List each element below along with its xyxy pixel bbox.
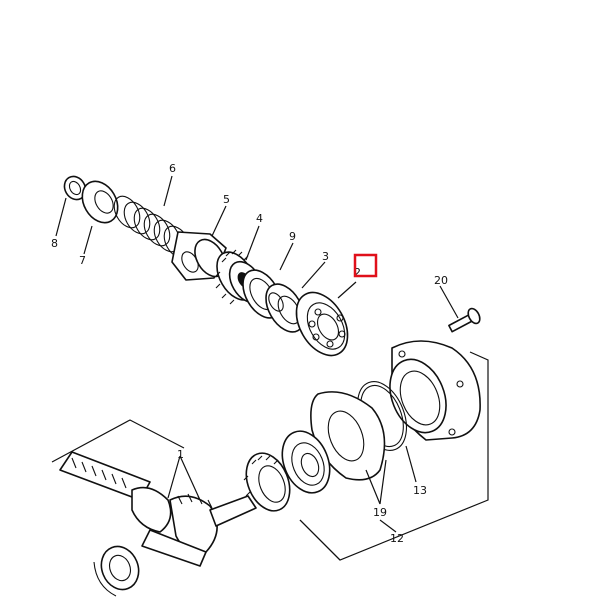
part-splined-gear <box>243 452 291 512</box>
part-bolt <box>448 307 481 333</box>
callout-9: 9 <box>289 230 296 243</box>
part-ball-bearing <box>295 291 349 357</box>
callout-4: 4 <box>256 212 263 225</box>
part-housing <box>389 340 481 441</box>
part-circlip <box>63 175 87 201</box>
callout-1: 1 <box>177 448 184 461</box>
callout-6: 6 <box>169 162 176 175</box>
callout-13: 13 <box>413 484 427 497</box>
callout-8: 8 <box>51 237 58 250</box>
part-lower-bearing <box>281 430 331 494</box>
bracket-group-1 <box>51 419 185 463</box>
part-shim <box>310 391 386 481</box>
leader-lines <box>55 175 459 533</box>
callout-20: 20 <box>434 274 448 287</box>
callout-7: 7 <box>79 254 86 267</box>
part-sleeve <box>171 231 227 281</box>
callout-5: 5 <box>223 193 230 206</box>
callout-3: 3 <box>322 250 329 263</box>
callout-19: 19 <box>373 506 387 519</box>
callout-2: 2 <box>354 266 361 279</box>
callout-12: 12 <box>390 532 404 545</box>
part-drive-shaft <box>59 451 257 597</box>
highlight-box[interactable] <box>353 253 378 278</box>
bracket-group-12-left <box>299 519 341 561</box>
part-collar <box>81 180 119 224</box>
